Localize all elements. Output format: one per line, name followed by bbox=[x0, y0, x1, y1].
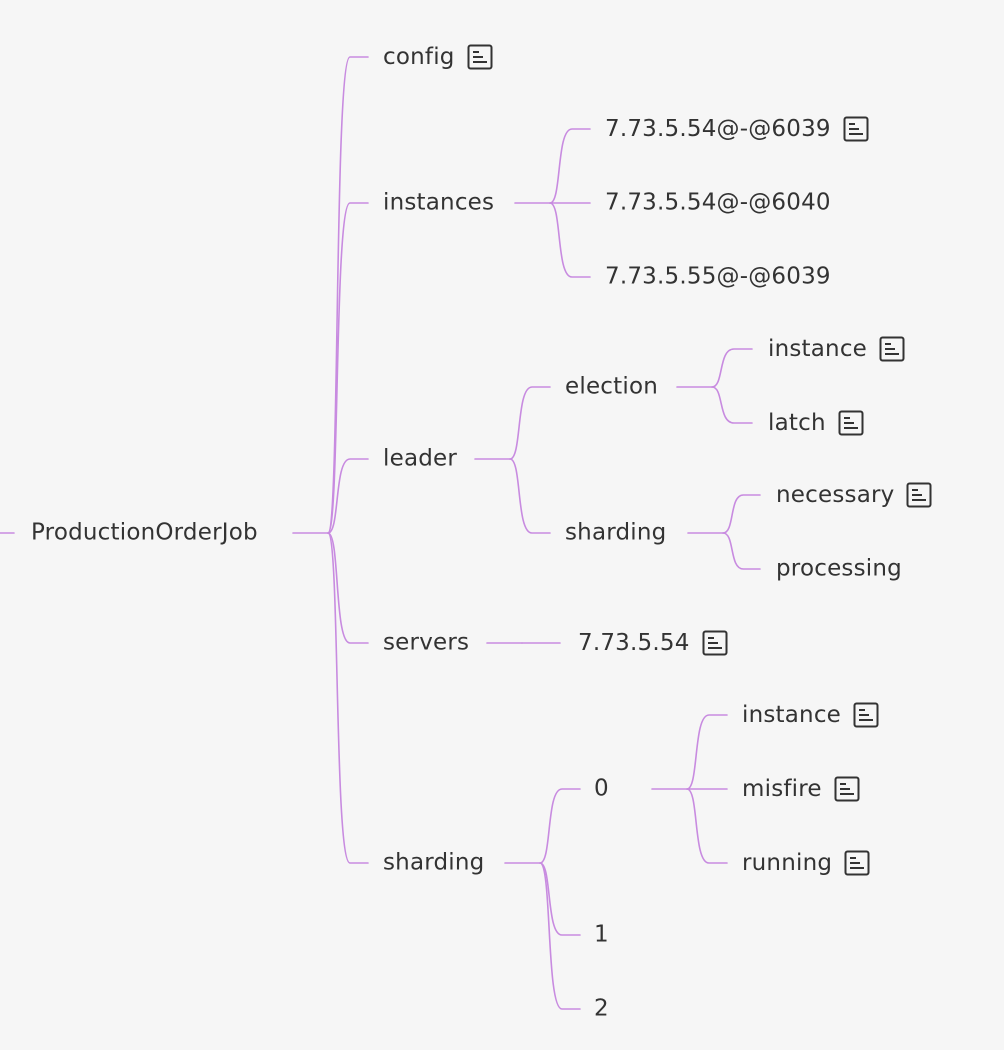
node-label: 2 bbox=[594, 995, 609, 1022]
note-icon[interactable] bbox=[834, 776, 860, 802]
mindmap-node-leader[interactable]: leader bbox=[383, 445, 458, 472]
note-icon[interactable] bbox=[879, 336, 905, 362]
mindmap-node-2[interactable]: 2 bbox=[594, 995, 609, 1022]
node-label: leader bbox=[383, 445, 458, 472]
node-label: sharding bbox=[383, 849, 485, 876]
mindmap-node-sharding[interactable]: sharding bbox=[383, 849, 485, 876]
connector-instances-to-7-73-5-54-6039 bbox=[549, 128, 591, 204]
node-label: ProductionOrderJob bbox=[31, 519, 258, 546]
connector-productionorderjob-to-instances bbox=[327, 202, 369, 534]
connector-sharding-to-0 bbox=[539, 788, 581, 864]
mindmap-node-processing[interactable]: processing bbox=[776, 555, 902, 582]
mindmap-node-7-73-5-54-6040[interactable]: 7.73.5.54@-@6040 bbox=[605, 189, 831, 216]
mindmap-node-latch[interactable]: latch bbox=[768, 410, 864, 436]
node-label: 0 bbox=[594, 775, 609, 802]
mindmap-node-running[interactable]: running bbox=[742, 850, 870, 876]
note-icon[interactable] bbox=[906, 482, 932, 508]
node-label: instances bbox=[383, 189, 495, 216]
node-label: servers bbox=[383, 629, 470, 656]
note-icon[interactable] bbox=[844, 850, 870, 876]
node-label: 7.73.5.55@-@6039 bbox=[605, 263, 831, 290]
connector-sharding-to-processing bbox=[722, 532, 761, 570]
connector-election-to-instance bbox=[711, 348, 753, 388]
note-icon[interactable] bbox=[853, 702, 879, 728]
connector-leader-to-sharding bbox=[509, 458, 551, 534]
mindmap-node-instance[interactable]: instance bbox=[742, 702, 879, 728]
connector-sharding-to-2 bbox=[539, 862, 581, 1010]
node-label: misfire bbox=[742, 775, 822, 802]
connector-leader-to-election bbox=[509, 386, 551, 460]
note-icon[interactable] bbox=[467, 44, 493, 70]
mindmap-node-necessary[interactable]: necessary bbox=[776, 482, 932, 508]
node-label: 7.73.5.54 bbox=[578, 629, 690, 656]
mindmap-node-election[interactable]: election bbox=[565, 373, 658, 400]
mindmap-node-instance[interactable]: instance bbox=[768, 336, 905, 362]
connector-productionorderjob-to-leader bbox=[327, 458, 369, 534]
mindmap-node-7-73-5-54[interactable]: 7.73.5.54 bbox=[578, 630, 728, 656]
mindmap-node-1[interactable]: 1 bbox=[594, 921, 609, 948]
mindmap-node-servers[interactable]: servers bbox=[383, 629, 470, 656]
node-label: sharding bbox=[565, 519, 667, 546]
node-label: config bbox=[383, 43, 455, 70]
connector-instances-to-7-73-5-55-6039 bbox=[549, 202, 591, 278]
node-label: processing bbox=[776, 555, 902, 582]
connector-sharding-to-1 bbox=[539, 862, 581, 936]
connector-productionorderjob-to-config bbox=[327, 56, 369, 534]
mindmap-node-config[interactable]: config bbox=[383, 44, 493, 70]
mindmap-node-sharding[interactable]: sharding bbox=[565, 519, 667, 546]
mindmap-node-productionorderjob[interactable]: ProductionOrderJob bbox=[31, 519, 258, 546]
node-label: 1 bbox=[594, 921, 609, 948]
mindmap-node-instances[interactable]: instances bbox=[383, 189, 495, 216]
connector-election-to-latch bbox=[711, 386, 753, 424]
connector-0-to-instance bbox=[686, 714, 728, 790]
node-label: instance bbox=[742, 701, 842, 728]
connector-sharding-to-necessary bbox=[722, 494, 761, 534]
node-label: 7.73.5.54@-@6040 bbox=[605, 189, 831, 216]
node-label: election bbox=[565, 373, 658, 400]
mindmap-node-0[interactable]: 0 bbox=[594, 775, 609, 802]
node-label: necessary bbox=[776, 481, 895, 508]
node-label: running bbox=[742, 849, 833, 876]
mindmap-node-misfire[interactable]: misfire bbox=[742, 776, 860, 802]
connector-productionorderjob-to-servers bbox=[327, 532, 369, 644]
note-icon[interactable] bbox=[838, 410, 864, 436]
node-label: instance bbox=[768, 335, 868, 362]
note-icon[interactable] bbox=[843, 116, 869, 142]
mindmap-node-7-73-5-54-6039[interactable]: 7.73.5.54@-@6039 bbox=[605, 116, 869, 142]
connector-productionorderjob-to-sharding bbox=[327, 532, 369, 864]
node-label: 7.73.5.54@-@6039 bbox=[605, 115, 831, 142]
note-icon[interactable] bbox=[702, 630, 728, 656]
mindmap-node-7-73-5-55-6039[interactable]: 7.73.5.55@-@6039 bbox=[605, 263, 831, 290]
node-label: latch bbox=[768, 409, 826, 436]
connector-0-to-running bbox=[686, 788, 728, 864]
